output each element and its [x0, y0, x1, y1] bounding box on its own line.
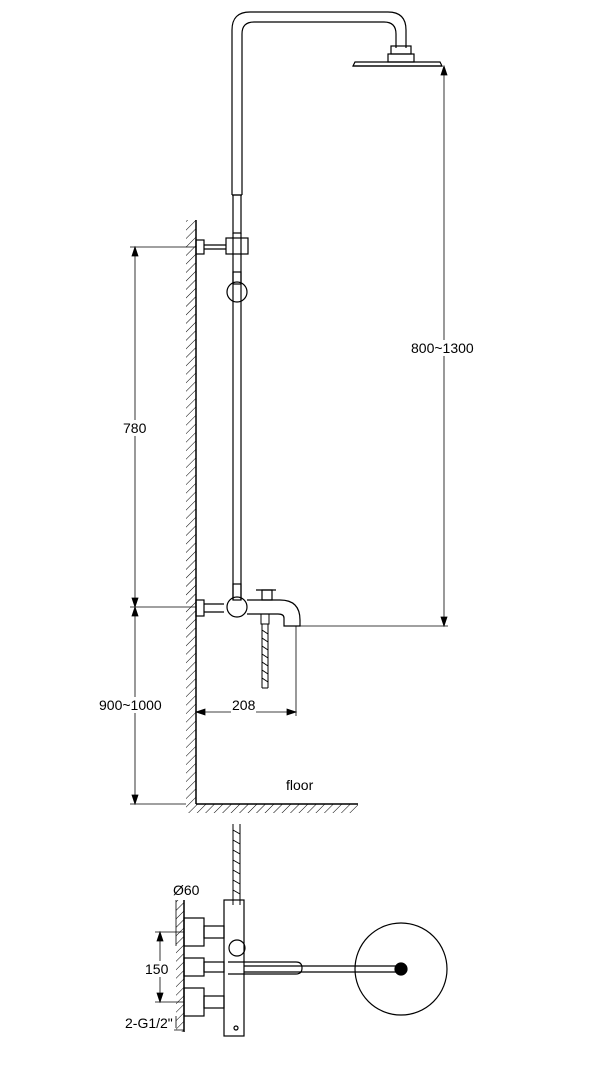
plan-wall [176, 900, 185, 1032]
mixer-height-label: 900~1000 [98, 697, 163, 713]
mixer-body [195, 583, 301, 627]
pipe-diameter-label: Ø60 [172, 882, 201, 898]
shower-height-label: 800~1300 [410, 340, 475, 356]
plan-mixer [183, 899, 398, 1037]
shower-riser [231, 11, 407, 600]
floor-line [186, 803, 358, 813]
plan-shower-head [354, 922, 448, 1016]
bracket-spacing-label: 780 [122, 420, 148, 436]
floor-label: floor [285, 777, 315, 793]
shower-head [352, 45, 443, 67]
dimension-lines [130, 64, 448, 806]
spout-projection-label: 208 [231, 697, 257, 713]
wall-bracket [195, 237, 249, 255]
wall [186, 220, 197, 804]
plan-hose [232, 824, 241, 905]
slide-holder [226, 271, 248, 303]
inlet-spacing-label: 150 [144, 961, 170, 977]
shower-hose [260, 613, 270, 689]
inlet-thread-label: 2-G1/2" [124, 1015, 174, 1031]
